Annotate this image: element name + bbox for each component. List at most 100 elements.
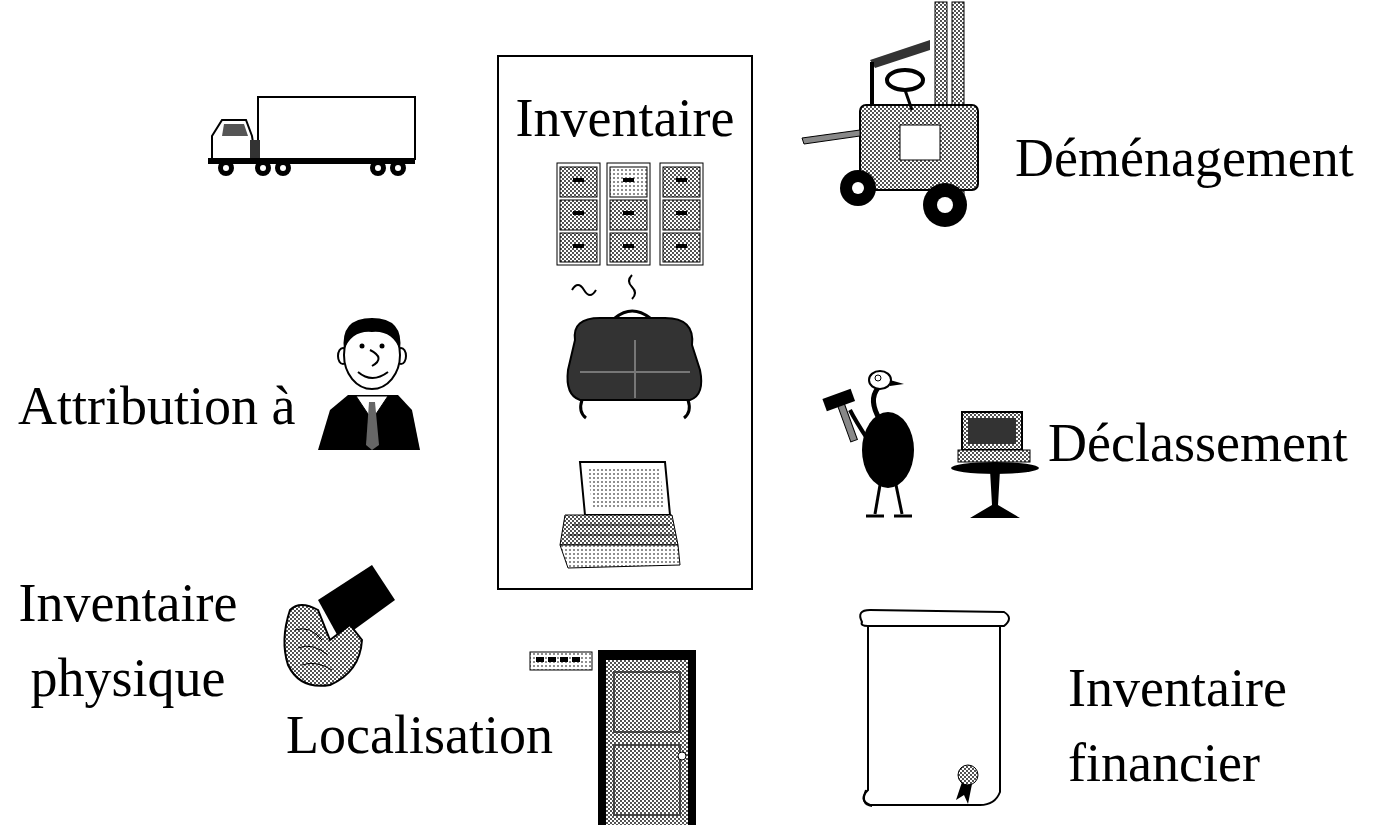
door-icon-part [606, 660, 688, 825]
truck-icon-part [390, 160, 406, 176]
ostrich-icon-part [869, 371, 891, 389]
computer-table-icon-part [962, 412, 1022, 450]
laptop-icon-part [560, 515, 678, 545]
forklift-icon-part [802, 130, 860, 144]
door-icon-part [678, 752, 686, 760]
filing-cabinets-icon-part [676, 178, 687, 182]
filing-cabinets-icon-part [660, 163, 703, 265]
person-icon-part [370, 350, 379, 366]
door-icon-part [536, 657, 544, 662]
filing-cabinets-icon-part [610, 233, 647, 262]
ostrich-icon-part [896, 485, 902, 514]
filing-cabinets-icon-part [560, 167, 597, 197]
function-label: Déménagement [1015, 127, 1367, 189]
scroll-icon-part [860, 610, 1009, 626]
scroll-icon-part [863, 625, 1000, 805]
filing-cabinets-icon-part [663, 200, 700, 230]
ostrich-icon-part [875, 485, 880, 514]
motion-squiggles-part [629, 275, 635, 299]
truck-icon-part [223, 165, 229, 171]
filing-cabinets-icon-part [623, 244, 634, 248]
hand-card-icon-part [295, 629, 322, 640]
ostrich-icon-part [822, 389, 867, 446]
filing-cabinets-icon-part [663, 167, 700, 197]
filing-cabinets-icon-part [623, 211, 634, 215]
hand-card-icon [284, 565, 395, 686]
filing-cabinets-icon-part [573, 178, 584, 182]
truck-icon-part [222, 124, 248, 136]
forklift-icon-part [905, 90, 912, 110]
motion-squiggles [572, 275, 635, 299]
door-icon-part [614, 672, 680, 732]
function-label: Inventaire financier [1068, 651, 1318, 801]
filing-cabinets-icon-part [610, 167, 647, 197]
hand-card-icon-part [298, 646, 328, 655]
ostrich-icon-part [894, 515, 912, 518]
computer-table-icon-part [958, 450, 1030, 462]
person-icon-part [358, 372, 388, 378]
door-icon [530, 650, 696, 825]
forklift-icon-part [852, 182, 864, 194]
filing-cabinets-icon [557, 163, 703, 265]
filing-cabinets-icon-part [560, 200, 597, 230]
filing-cabinets-icon-part [663, 233, 700, 262]
person-icon-part [344, 318, 401, 350]
forklift-icon-part [870, 40, 930, 68]
person-icon [318, 318, 420, 450]
sofa-icon-part [634, 340, 636, 398]
hand-card-icon-part [284, 605, 362, 686]
truck-icon-part [212, 120, 256, 162]
door-icon-part [572, 657, 580, 662]
person-icon-part [366, 402, 379, 450]
scroll-icon-part [864, 790, 872, 806]
filing-cabinets-icon-part [676, 244, 687, 248]
forklift-icon [802, 2, 978, 227]
forklift-icon-part [923, 183, 967, 227]
sofa-icon [568, 311, 702, 418]
truck-icon-part [255, 160, 271, 176]
motion-squiggles-part [572, 285, 596, 295]
sofa-icon-part [581, 400, 586, 418]
forklift-icon-part [900, 125, 940, 160]
scroll-icon [860, 610, 1009, 806]
filing-cabinets-icon-part [623, 178, 634, 182]
filing-cabinets-icon-part [573, 211, 584, 215]
person-icon-part [380, 344, 385, 349]
forklift-icon-part [860, 105, 978, 190]
function-label: Inventaire physique [8, 566, 248, 716]
filing-cabinets-icon-part [676, 211, 687, 215]
forklift-icon-part [870, 62, 874, 110]
laptop-icon [560, 462, 680, 568]
door-icon-part [598, 650, 696, 825]
person-icon-part [318, 395, 420, 450]
function-label: Déclassement [1048, 412, 1368, 474]
filing-cabinets-icon-part [560, 233, 597, 262]
ostrich-icon [822, 371, 914, 516]
forklift-icon-part [840, 170, 876, 206]
forklift-icon-part [887, 70, 923, 90]
forklift-icon-part [937, 197, 953, 213]
function-label: Attribution à [18, 375, 310, 437]
truck-icon-part [260, 165, 266, 171]
ostrich-icon-part [862, 412, 914, 488]
truck-icon-part [258, 97, 415, 159]
truck-icon-part [370, 160, 386, 176]
laptop-icon-part [568, 525, 674, 535]
hand-card-icon-part [318, 565, 395, 640]
person-icon-part [360, 344, 365, 349]
computer-table-icon-part [970, 470, 1020, 518]
filing-cabinets-icon-part [607, 163, 650, 265]
filing-cabinets-icon-part [557, 163, 600, 265]
laptop-icon-part [580, 462, 670, 515]
door-icon-part [548, 657, 556, 662]
laptop-icon-part [560, 545, 680, 568]
sofa-icon-part [568, 318, 702, 400]
box-title: Inventaire [499, 87, 751, 149]
computer-table-icon-part [968, 418, 1016, 444]
truck-icon-part [375, 165, 381, 171]
truck-icon-part [280, 165, 286, 171]
truck-icon [208, 97, 415, 176]
door-icon-part [614, 745, 680, 815]
